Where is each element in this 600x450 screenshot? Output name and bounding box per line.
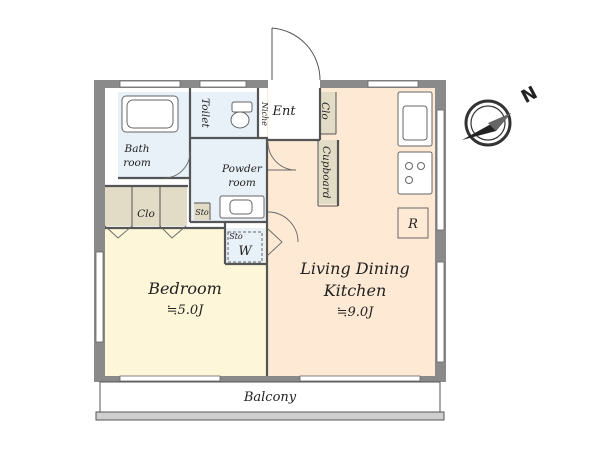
- thin-partitions: [131, 92, 338, 228]
- storage-small-label: Sto: [195, 208, 209, 217]
- storage-washer-label: Sto: [229, 232, 243, 241]
- entrance-floor: [268, 80, 320, 140]
- windows: [95, 80, 445, 382]
- toilet-fixture: [230, 101, 253, 129]
- washer-space: [227, 231, 263, 263]
- ldk-label: Living Dining: [299, 259, 409, 278]
- stove: [397, 151, 433, 195]
- niche-label: Niche: [260, 101, 269, 126]
- balcony-label: Balcony: [243, 390, 297, 405]
- entrance-label: Ent: [271, 104, 296, 119]
- cupboard-label: Cupboard: [320, 146, 332, 199]
- fridge-label: R: [407, 217, 418, 232]
- bath-label-line2: room: [123, 157, 151, 169]
- kitchen-sink: [397, 91, 433, 147]
- bedroom-closet-floor: [105, 186, 187, 226]
- bedroom-area: ≒5.0J: [167, 303, 205, 318]
- ldk-label-line2: Kitchen: [323, 281, 387, 300]
- storage-washer-floor: [225, 228, 265, 264]
- washer-label: W: [238, 244, 253, 259]
- bedroom-label: Bedroom: [147, 279, 222, 298]
- balcony: [95, 381, 445, 421]
- washbasin: [219, 195, 265, 219]
- powder-label: Powder: [221, 163, 263, 175]
- bathtub: [121, 95, 179, 133]
- entrance-closet-label: Clo: [319, 102, 331, 120]
- compass-icon: [462, 99, 512, 147]
- fridge-space: [397, 207, 429, 239]
- toilet-label: Toilet: [199, 98, 211, 128]
- bedroom-closet-label: Clo: [137, 208, 155, 220]
- compass-north-label: N: [518, 82, 541, 108]
- bath-label: Bath: [124, 143, 150, 155]
- entrance-door: [271, 27, 321, 81]
- powder-label-line2: room: [228, 177, 256, 189]
- cupboard-floor: [318, 140, 338, 204]
- storage-small-floor: [194, 203, 210, 220]
- door-swings: [104, 141, 299, 257]
- ldk-area: ≒9.0J: [337, 305, 375, 320]
- entrance-closet-floor: [320, 92, 336, 134]
